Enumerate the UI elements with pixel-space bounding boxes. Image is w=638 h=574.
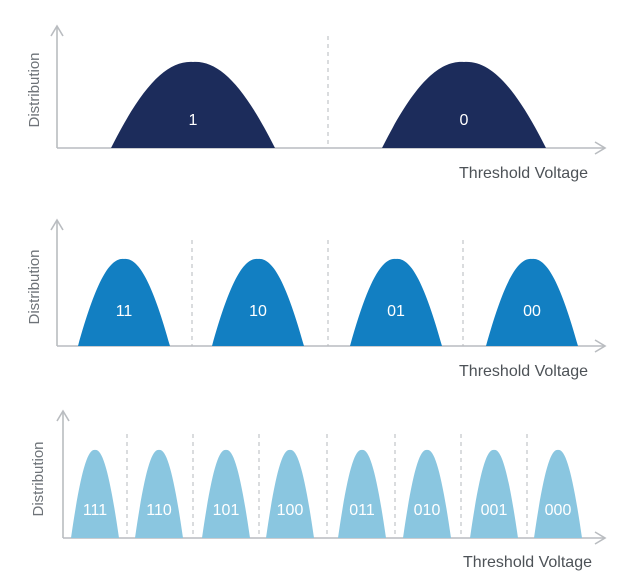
y-axis <box>50 24 64 148</box>
state-label: 101 <box>213 502 240 519</box>
y-axis <box>56 409 70 538</box>
state-label: 0 <box>460 112 469 129</box>
y-axis-label: Distribution <box>30 441 47 516</box>
state-distribution-curve <box>135 449 183 538</box>
x-axis-label: Threshold Voltage <box>459 363 588 380</box>
state-label: 111 <box>83 502 107 519</box>
state-label: 01 <box>387 303 405 320</box>
state-label: 000 <box>545 502 572 519</box>
state-label: 1 <box>189 112 198 129</box>
panel-slc: Distribution Threshold Voltage 1 0 <box>26 24 607 182</box>
state-distribution-curve <box>71 449 119 538</box>
y-axis-label: Distribution <box>26 52 43 127</box>
state-label: 100 <box>277 502 304 519</box>
x-axis-label: Threshold Voltage <box>463 554 592 571</box>
state-label: 001 <box>481 502 508 519</box>
y-axis <box>50 218 64 346</box>
state-distribution-curve <box>350 258 442 346</box>
x-axis-label: Threshold Voltage <box>459 165 588 182</box>
state-distribution-curve <box>403 449 451 538</box>
state-label: 010 <box>414 502 441 519</box>
state-label: 011 <box>349 502 375 519</box>
state-distribution-curve <box>78 258 170 346</box>
state-distribution-curve <box>212 258 304 346</box>
state-label: 11 <box>116 303 133 320</box>
state-label: 110 <box>146 502 172 519</box>
state-distribution-curve <box>382 61 546 149</box>
state-distribution-curve <box>111 61 275 149</box>
state-distribution-curve <box>470 449 518 538</box>
panel-tlc: Distribution Threshold Voltage 111 110 101… <box>30 409 607 571</box>
state-distribution-curve <box>486 258 578 346</box>
state-label: 10 <box>249 303 267 320</box>
state-distribution-curve <box>202 449 250 538</box>
y-axis-label: Distribution <box>26 249 43 324</box>
state-distribution-curve <box>266 449 314 538</box>
panel-mlc: Distribution Threshold Voltage 11 10 01 00 <box>26 218 607 380</box>
state-label: 00 <box>523 303 541 320</box>
state-distribution-curve <box>338 449 386 538</box>
state-distribution-curve <box>534 449 582 538</box>
